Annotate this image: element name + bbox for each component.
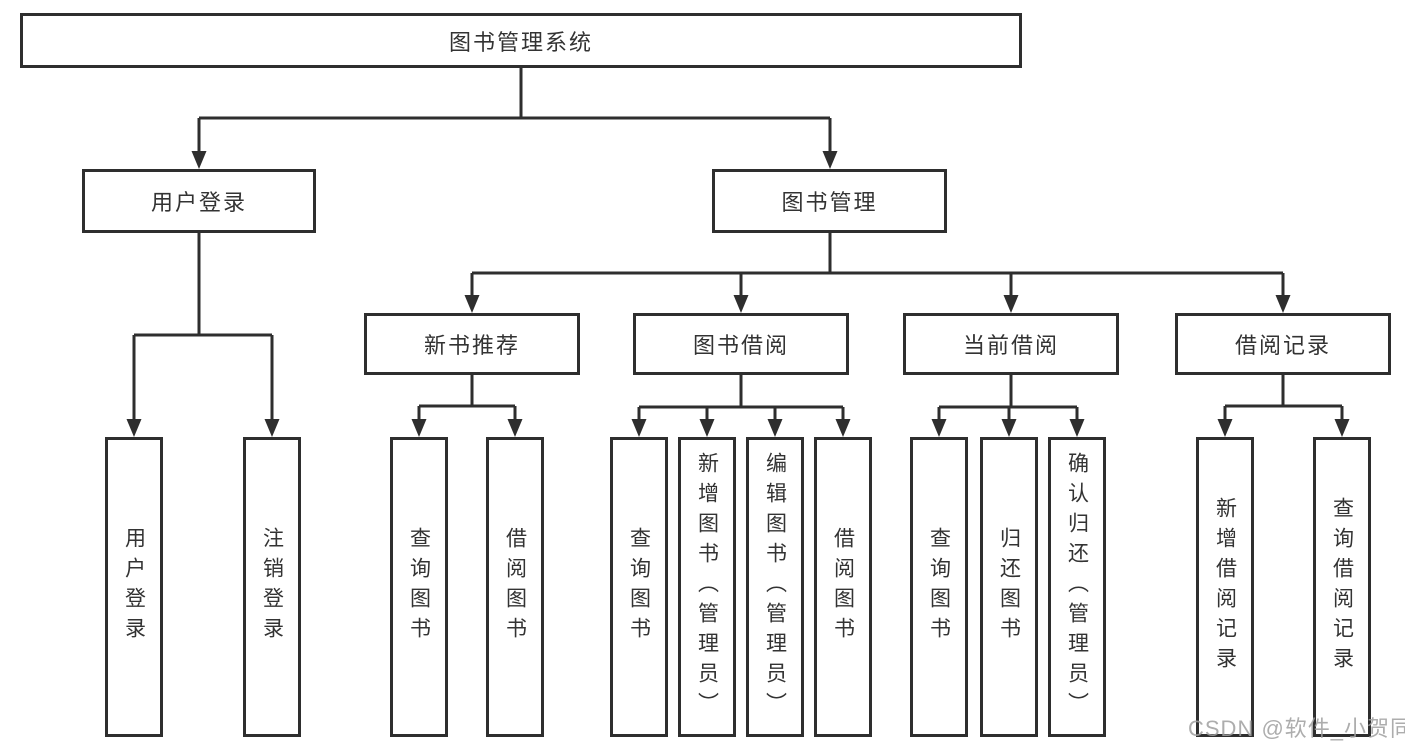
- node-borrow-records: 借阅记录: [1175, 313, 1391, 375]
- leaf-borrow-edit-books-admin: 编辑图书（管理员）: [746, 437, 804, 737]
- leaf-records-query-record: 查询借阅记录: [1313, 437, 1371, 737]
- leaf-borrow-borrow-books: 借阅图书: [814, 437, 872, 737]
- leaf-current-query-books: 查询图书: [910, 437, 968, 737]
- node-current-borrow: 当前借阅: [903, 313, 1119, 375]
- node-book-management: 图书管理: [712, 169, 947, 233]
- node-user-login: 用户登录: [82, 169, 316, 233]
- leaf-records-add-record: 新增借阅记录: [1196, 437, 1254, 737]
- node-book-borrow: 图书借阅: [633, 313, 849, 375]
- leaf-user-login: 用户登录: [105, 437, 163, 737]
- leaf-borrow-add-books-admin: 新增图书（管理员）: [678, 437, 736, 737]
- leaf-current-confirm-return-admin: 确认归还（管理员）: [1048, 437, 1106, 737]
- leaf-recommend-borrow-books: 借阅图书: [486, 437, 544, 737]
- leaf-current-return-books: 归还图书: [980, 437, 1038, 737]
- leaf-borrow-query-books: 查询图书: [610, 437, 668, 737]
- leaf-recommend-query-books: 查询图书: [390, 437, 448, 737]
- csdn-watermark: CSDN @软件_小贺同学: [1188, 716, 1405, 741]
- node-new-book-recommend: 新书推荐: [364, 313, 580, 375]
- leaf-logout: 注销登录: [243, 437, 301, 737]
- root-node: 图书管理系统: [20, 13, 1022, 68]
